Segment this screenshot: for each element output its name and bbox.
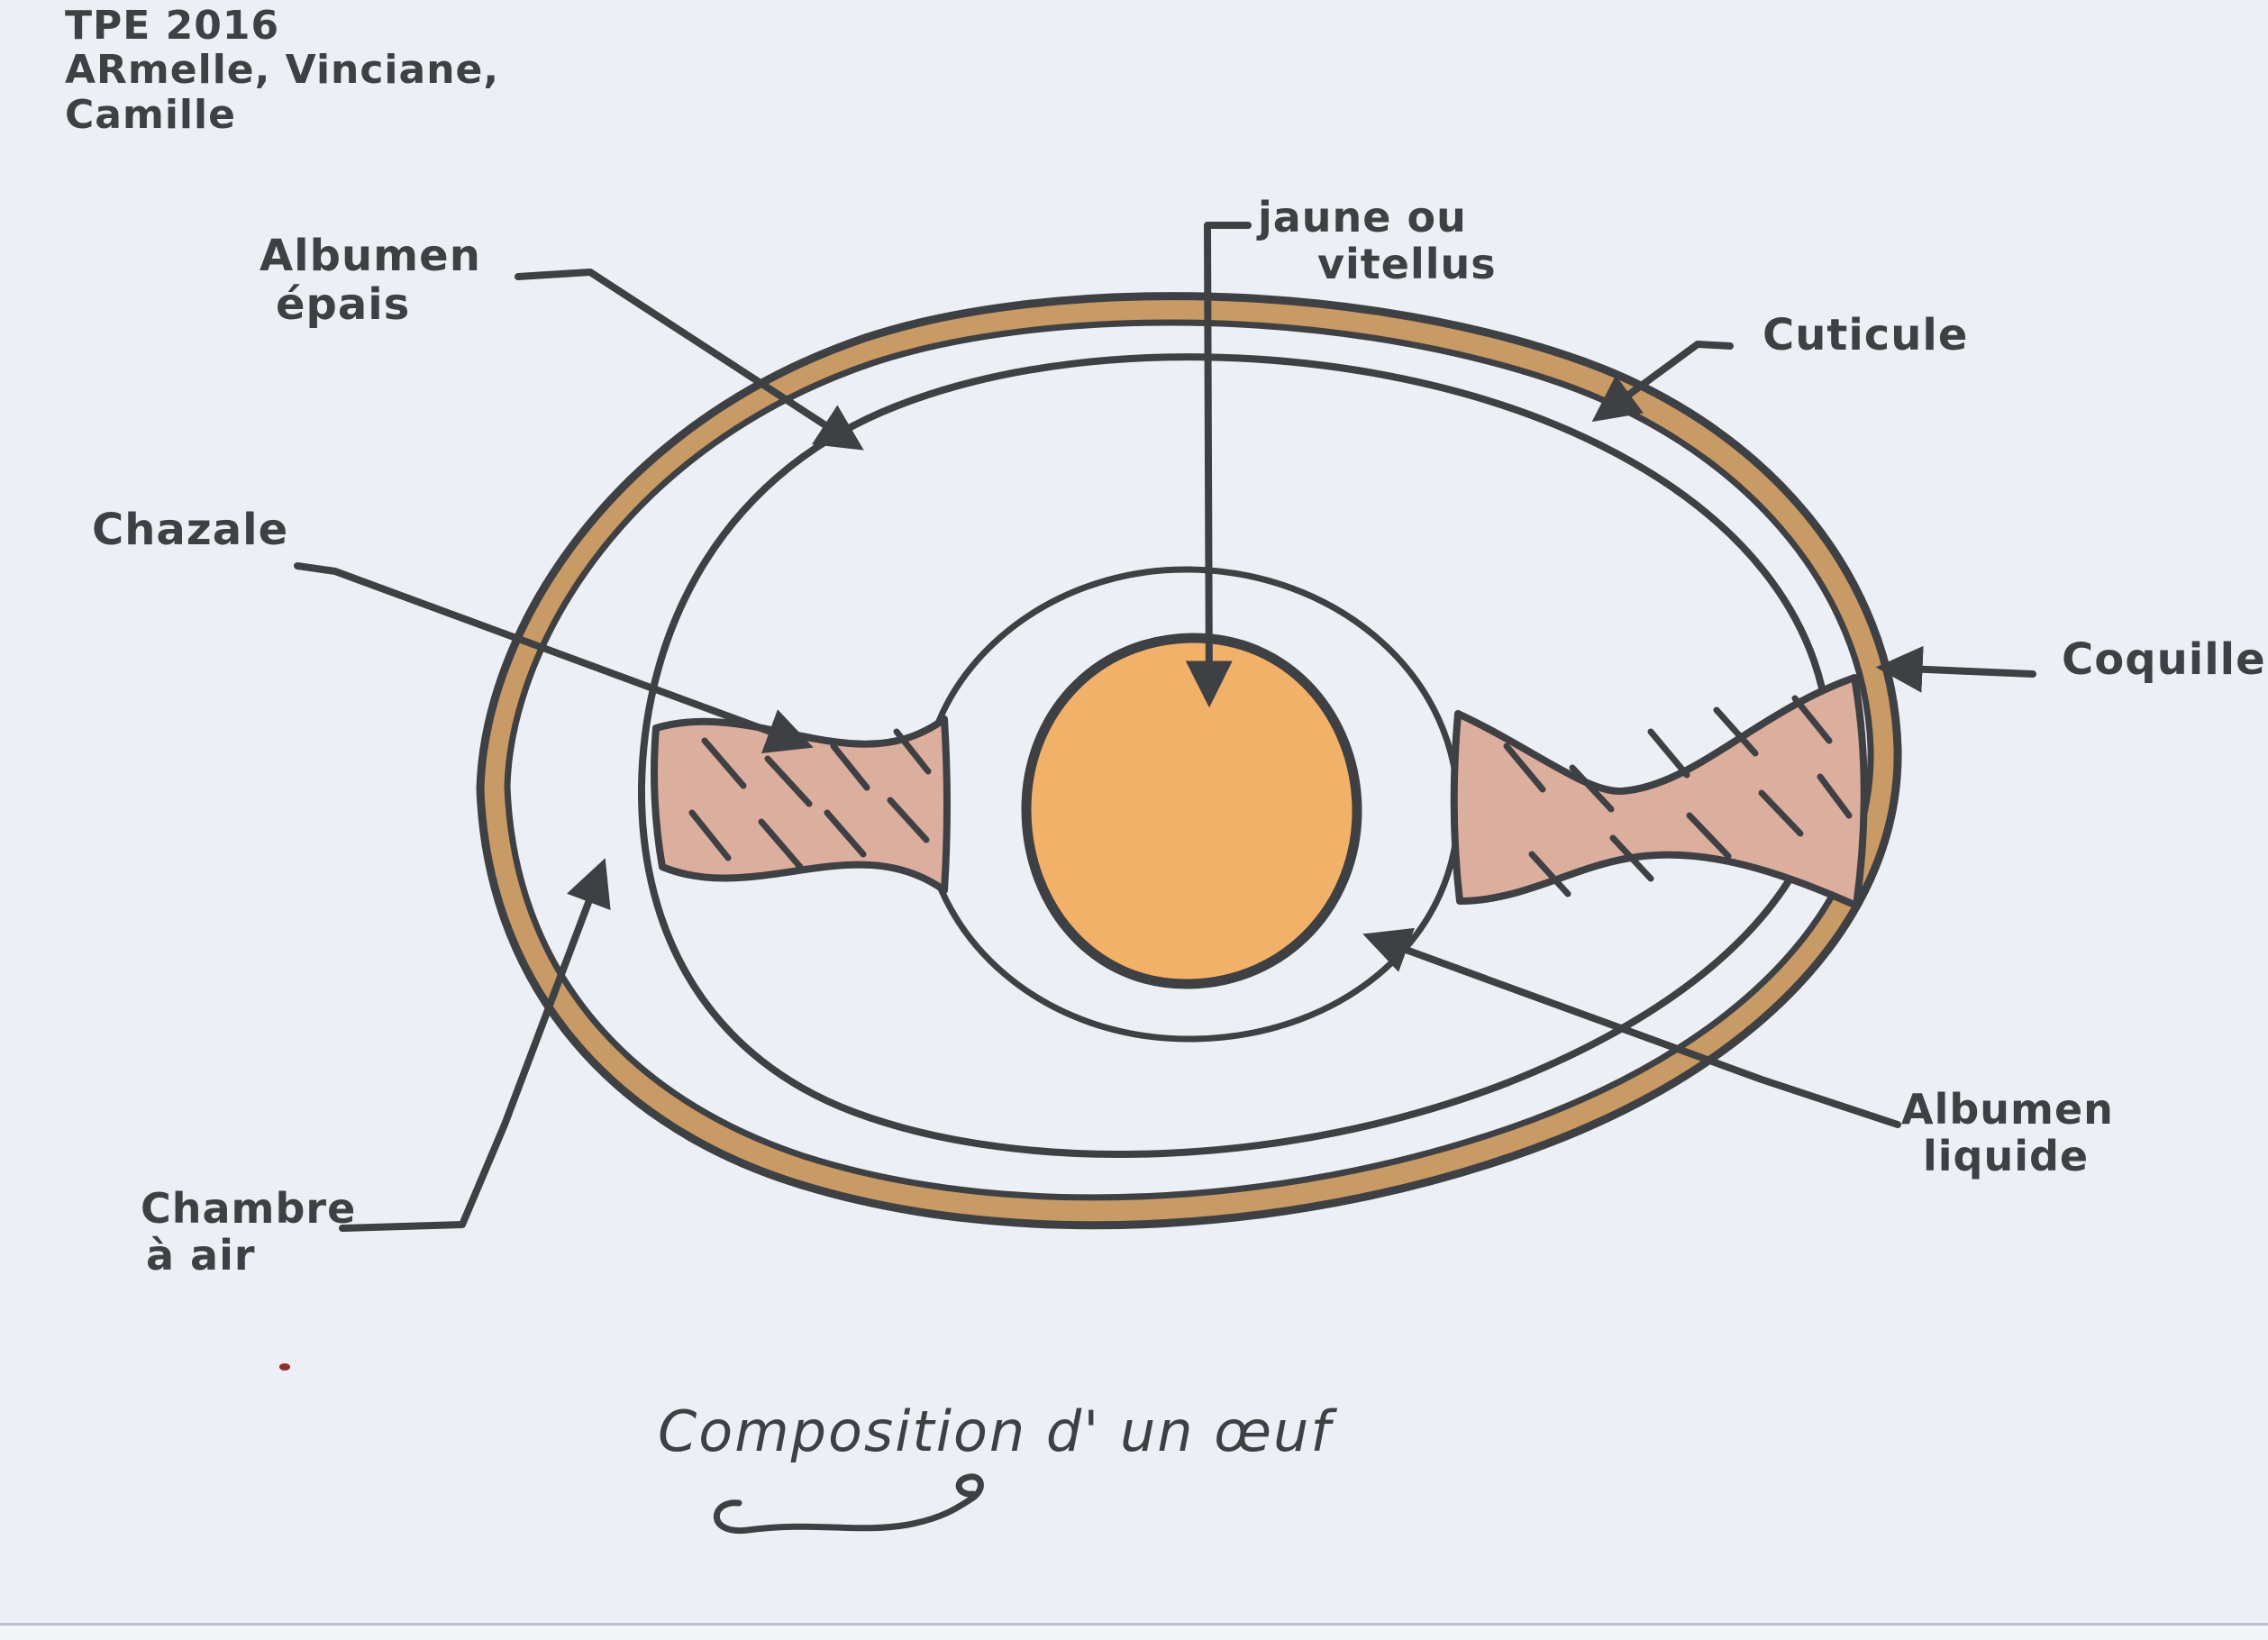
- label-jaune-line1: jaune ou: [1258, 193, 1467, 241]
- red-ink-dot: [279, 1363, 290, 1371]
- arrow-albumen-liquide: [1362, 927, 1901, 1128]
- chalaza-right: [1450, 674, 1868, 909]
- label-chambre-air-line2: à air: [146, 1230, 256, 1280]
- label-chazale-text: Chazale: [92, 505, 289, 555]
- scan-edge: [0, 1623, 2268, 1640]
- diagram-title: Composition d' un œuf: [658, 1399, 1332, 1464]
- label-jaune-vitellus: jaune ou vitellus: [1258, 193, 1497, 288]
- chalaza-left-hatching: [688, 728, 932, 870]
- header-line-1: TPE 2016: [65, 3, 280, 49]
- inner-albumen-circle: [919, 566, 1462, 1043]
- header-line-3: Camille: [65, 91, 236, 138]
- label-albumen-liquide-line1: Albumen: [1901, 1085, 2114, 1134]
- label-chazale: Chazale: [92, 506, 288, 555]
- label-jaune-line2: vitellus: [1317, 239, 1497, 288]
- label-albumen-epais-line2: épais: [276, 278, 411, 330]
- arrow-albumen-epais: [515, 269, 864, 451]
- arrow-chazale: [294, 562, 814, 754]
- arrow-chambre-air: [339, 858, 611, 1232]
- chalaza-left-shape: [651, 715, 951, 894]
- label-chambre-air: Chambre à air: [141, 1184, 357, 1280]
- label-cuticule: Cuticule: [1762, 310, 1969, 360]
- label-coquille-text: Coquille: [2062, 634, 2266, 685]
- label-cuticule-text: Cuticule: [1762, 310, 1969, 360]
- label-albumen-liquide-line2: liquide: [1923, 1131, 2090, 1180]
- label-albumen-epais-line1: Albumen: [260, 231, 481, 281]
- arrow-jaune-vitellus: [1185, 222, 1252, 708]
- yolk-shape: [1021, 633, 1362, 989]
- chalaza-right-shape: [1450, 674, 1868, 909]
- diagram-title-text: Composition d' un œuf: [658, 1399, 1333, 1464]
- header-note: TPE 2016 ARmelle, Vinciane, Camille: [65, 4, 499, 137]
- chalaza-left: [651, 715, 951, 894]
- arrow-cuticule: [1591, 341, 1734, 423]
- annotation-arrows: [294, 222, 2036, 1232]
- label-chambre-air-line1: Chambre: [141, 1184, 357, 1233]
- label-albumen-epais: Albumen épais: [260, 232, 481, 330]
- header-line-2: ARmelle, Vinciane,: [65, 47, 500, 94]
- title-flourish: [713, 1473, 984, 1535]
- label-albumen-liquide: Albumen liquide: [1901, 1085, 2114, 1180]
- chalaza-right-hatching: [1503, 695, 1853, 897]
- label-coquille: Coquille: [2062, 634, 2266, 685]
- arrow-coquille: [1875, 645, 2036, 693]
